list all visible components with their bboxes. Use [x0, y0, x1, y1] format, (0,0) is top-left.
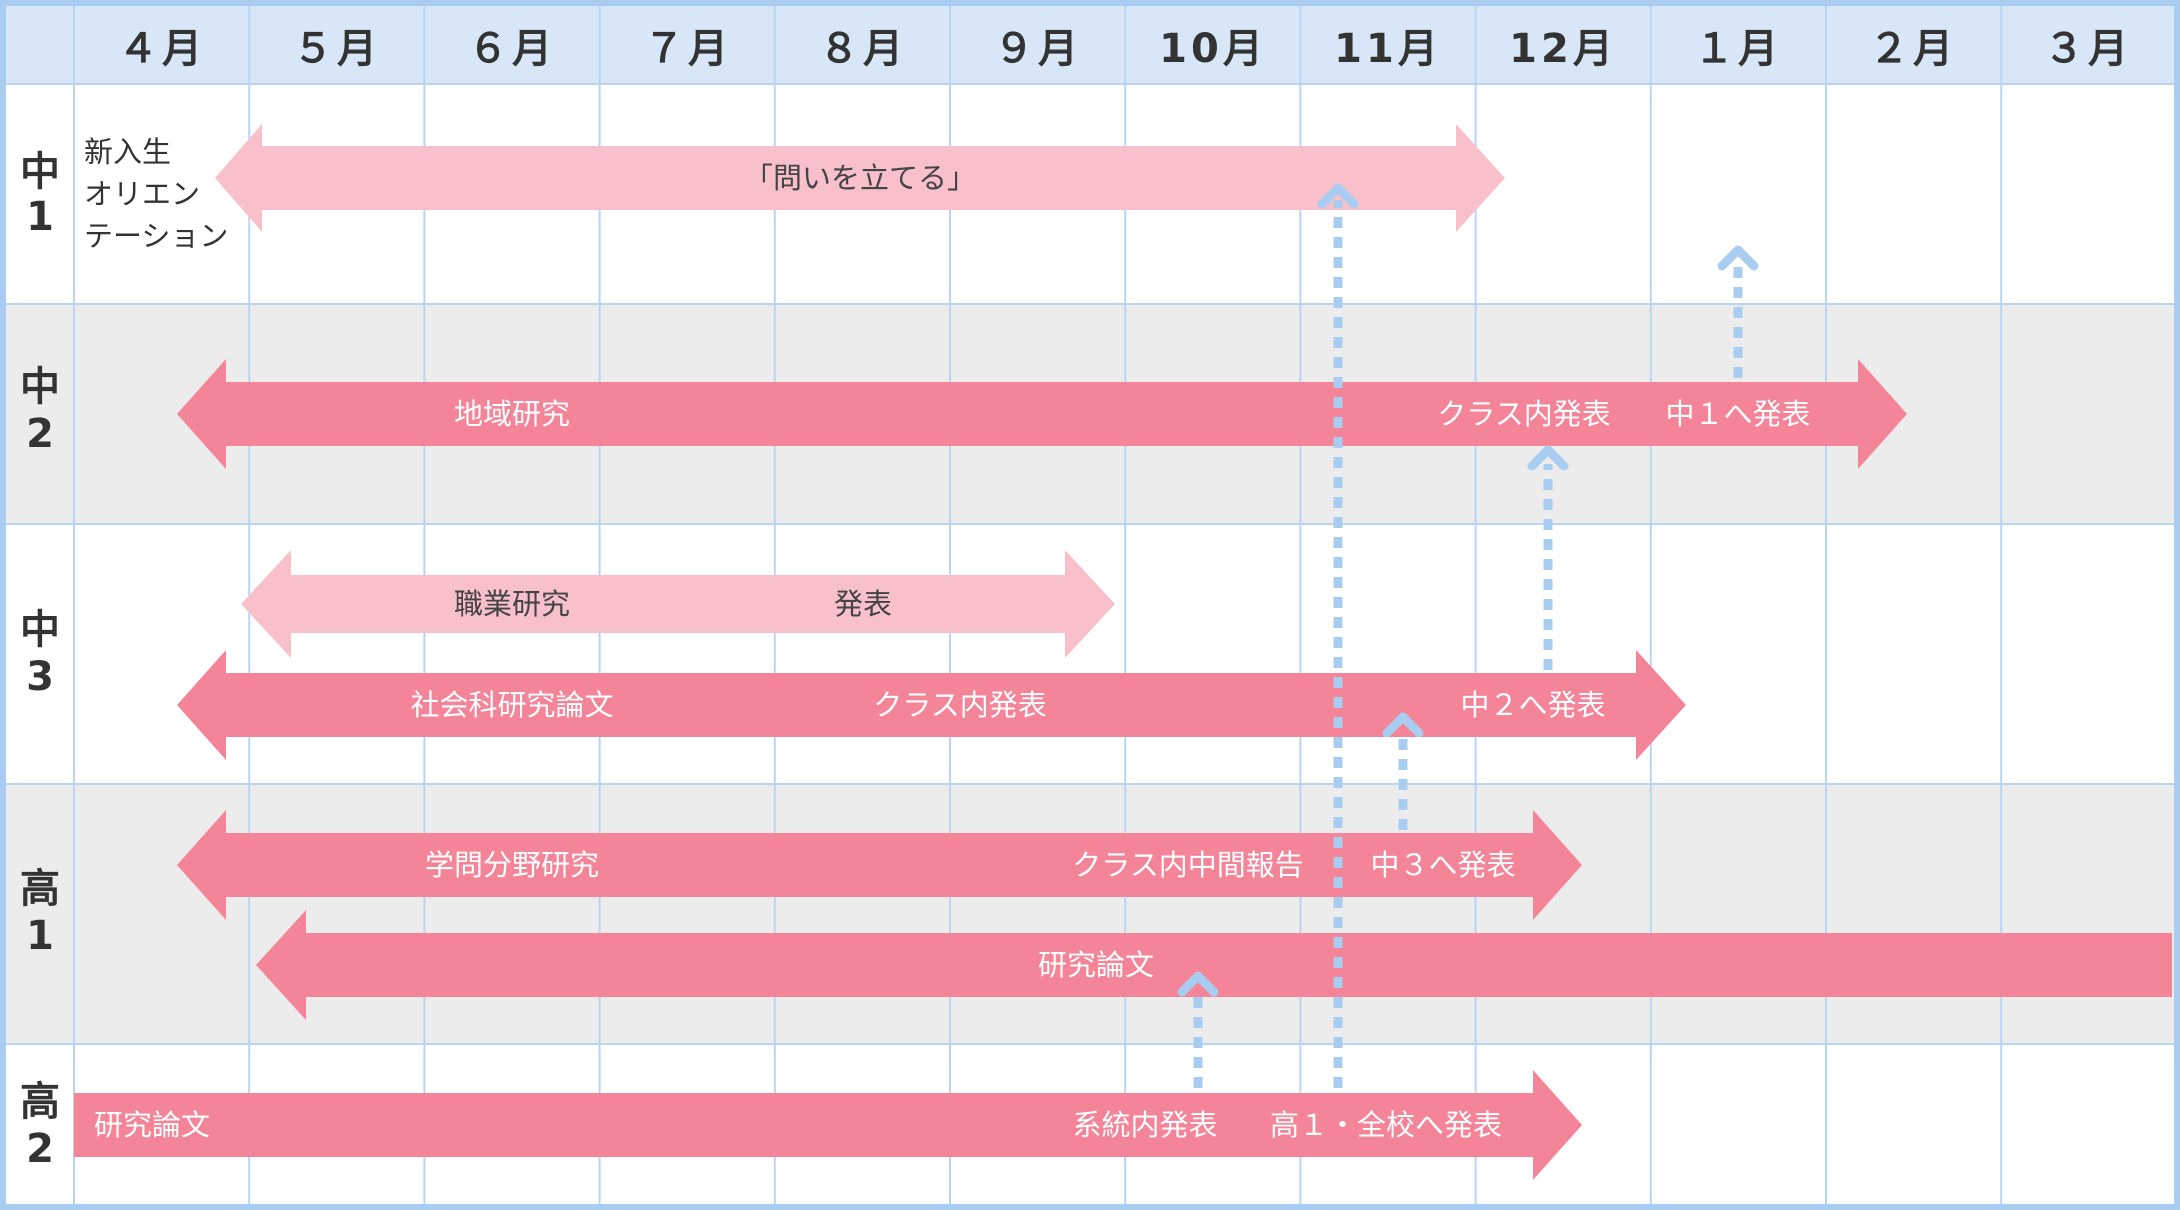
label-h1-interim-report: クラス内中間報告 [1072, 848, 1303, 882]
month-label: １月 [1694, 26, 1782, 72]
month-label: ４月 [118, 26, 206, 72]
grade-label-h1-line2: 1 [26, 913, 54, 959]
grade-label-j2-line1: 中 [20, 364, 60, 410]
grade-label-j2-line2: 2 [26, 411, 54, 457]
grade-label-h2-line1: 高 [20, 1079, 60, 1125]
label-j1-question: 「問いを立てる」 [744, 161, 976, 195]
label-h2-present-to-all: 高１・全校へ発表 [1270, 1108, 1502, 1142]
month-label: ９月 [994, 26, 1082, 72]
grade-label-h1-line1: 高 [20, 866, 60, 912]
arrow-j1-question [215, 124, 1505, 232]
label-h2-thesis: 研究論文 [94, 1108, 210, 1142]
month-label: ２月 [1869, 26, 1957, 72]
connector-h1-to-j3 [1382, 712, 1424, 830]
grade-label-j1-line2: 1 [26, 194, 54, 240]
month-label: ８月 [819, 26, 907, 72]
label-j2-present-to-j1: 中１へ発表 [1665, 397, 1810, 431]
month-label: 12月 [1509, 26, 1617, 72]
month-label: ３月 [2044, 26, 2132, 72]
grade-label-h2-line2: 2 [26, 1126, 54, 1172]
label-j3-present-to-j2: 中２へ発表 [1460, 688, 1605, 722]
orientation-line-1: 新入生 [84, 135, 171, 169]
arrow-h1-thesis [256, 910, 2172, 1020]
connector-j3-to-j2 [1527, 445, 1569, 670]
label-h1-present-to-j3: 中３へ発表 [1370, 848, 1515, 882]
label-j2-regional: 地域研究 [454, 397, 570, 431]
connector-j2-to-j1 [1717, 245, 1759, 378]
connector-h2-to-h1 [1177, 971, 1219, 1088]
connector-h2-to-all [1317, 183, 1359, 1088]
label-j3-career: 職業研究 [454, 587, 570, 621]
label-j2-class-presentation: クラス内発表 [1437, 397, 1610, 431]
label-j3-class-presentation: クラス内発表 [873, 688, 1046, 722]
month-label: ７月 [644, 26, 732, 72]
orientation-line-2: オリエン [84, 177, 200, 211]
label-h1-thesis: 研究論文 [1038, 948, 1154, 982]
orientation-note: 新入生 オリエン テーション [84, 135, 228, 253]
arrow-j3-social-thesis [177, 650, 1686, 760]
month-header: ４月 ５月 ６月 ７月 ８月 ９月 10月 11月 12月 １月 ２月 ３月 [118, 26, 2132, 72]
grade-label-j3-line2: 3 [26, 654, 54, 700]
grade-label-j1-line1: 中 [20, 149, 60, 195]
label-h1-field-study: 学問分野研究 [425, 848, 599, 882]
month-label: 11月 [1334, 26, 1442, 72]
month-label: ５月 [293, 26, 381, 72]
arrow-j2-regional-study [177, 359, 1907, 469]
label-j3-social-thesis: 社会科研究論文 [410, 688, 613, 722]
grade-labels: 中 1 中 2 中 3 高 1 高 2 [20, 149, 60, 1172]
orientation-line-3: テーション [84, 219, 228, 253]
arrow-h1-field-study [177, 810, 1582, 920]
activity-arrows [74, 124, 2172, 1180]
grade-label-j3-line1: 中 [20, 607, 60, 653]
arrow-h2-thesis [74, 1070, 1582, 1180]
row-h1-background [6, 784, 2174, 1044]
label-j3-career-presentation: 発表 [834, 587, 892, 621]
label-h2-department-presentation: 系統内発表 [1072, 1108, 1217, 1142]
arrow-j3-career-study [241, 550, 1115, 658]
arrow-labels: 「問いを立てる」 地域研究 クラス内発表 中１へ発表 職業研究 発表 社会科研究… [94, 161, 1811, 1142]
presentation-connectors [1177, 183, 1759, 1088]
month-label: ６月 [468, 26, 556, 72]
month-header-bar [6, 6, 2174, 84]
month-label: 10月 [1159, 26, 1267, 72]
